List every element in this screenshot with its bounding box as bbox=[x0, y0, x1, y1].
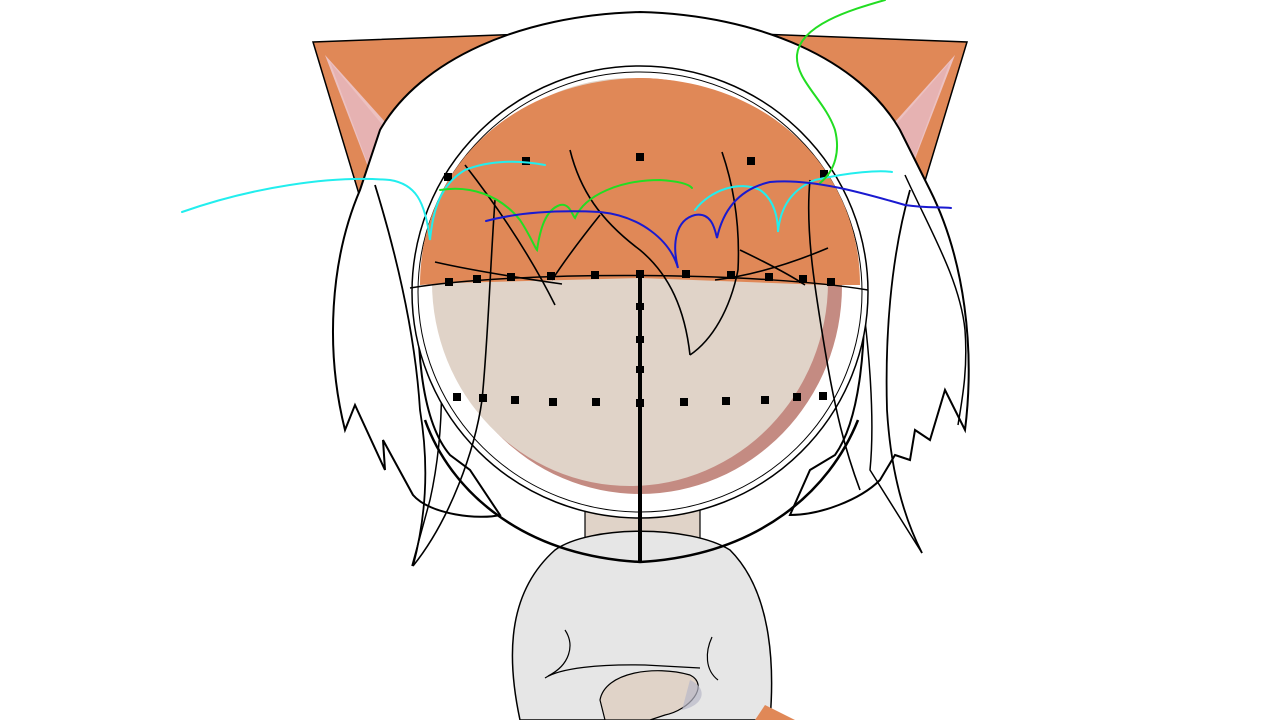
guide-dot bbox=[549, 398, 557, 406]
guide-dot bbox=[819, 392, 827, 400]
guide-dot bbox=[444, 173, 452, 181]
guide-dot bbox=[445, 278, 453, 286]
guide-dot bbox=[680, 398, 688, 406]
guide-dot bbox=[793, 393, 801, 401]
center-guide bbox=[423, 272, 860, 564]
guide-dot bbox=[727, 271, 735, 279]
body-shirt bbox=[511, 504, 795, 720]
guide-dot bbox=[820, 170, 828, 178]
guide-dot bbox=[547, 272, 555, 280]
guide-dot bbox=[722, 397, 730, 405]
guide-dot bbox=[682, 270, 690, 278]
guide-dot bbox=[761, 396, 769, 404]
guide-dot bbox=[592, 398, 600, 406]
colored-guide-strokes bbox=[181, 0, 952, 269]
guide-dot bbox=[453, 393, 461, 401]
guide-dot bbox=[507, 273, 515, 281]
guide-dot bbox=[591, 271, 599, 279]
guide-dot bbox=[747, 157, 755, 165]
guide-dot bbox=[636, 153, 644, 161]
guide-dot bbox=[799, 275, 807, 283]
guide-dot bbox=[765, 273, 773, 281]
guide-dot bbox=[473, 275, 481, 283]
guide-dot bbox=[511, 396, 519, 404]
guide-dot bbox=[479, 394, 487, 402]
guide-dot bbox=[827, 278, 835, 286]
guide-dot bbox=[522, 157, 530, 165]
